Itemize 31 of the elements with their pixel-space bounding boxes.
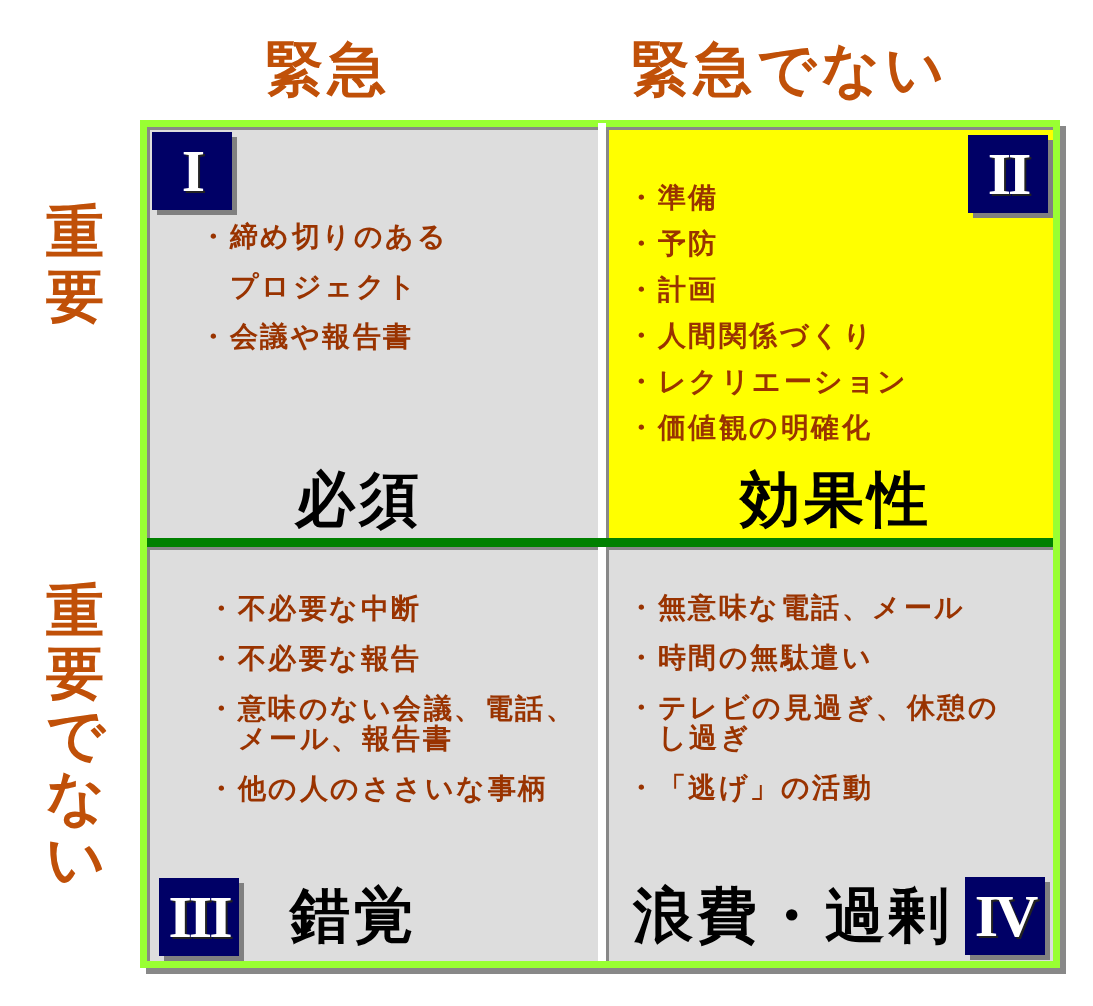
quadrant-title: 浪費・過剰 <box>633 885 953 945</box>
numeral-badge: III <box>159 878 244 961</box>
list-item: ・「逃げ」の活動 <box>627 773 873 803</box>
list-item: ・不必要な中断 <box>207 594 422 624</box>
list-item: ・予防 <box>627 228 719 259</box>
numeral-badge: I <box>152 132 237 215</box>
quadrant-panel <box>606 127 1053 538</box>
quadrant-title: 必須 <box>295 469 423 529</box>
column-header: 緊急 <box>265 40 391 98</box>
quadrant-panel <box>147 127 598 538</box>
list-item: ・意味のない会議、電話、メール、報告書 <box>207 694 577 754</box>
list-item: ・他の人のささいな事柄 <box>207 774 549 804</box>
list-item: ・締め切りのあるプロジェクト <box>199 219 449 305</box>
list-item: ・無意味な電話、メール <box>627 593 966 623</box>
numeral-badge: II <box>968 135 1053 218</box>
list-item: ・テレビの見過ぎ、休憩のし過ぎ <box>627 693 1000 753</box>
quadrant-panel <box>606 547 1053 961</box>
row-header: 重要 <box>46 200 104 328</box>
list-item: ・準備 <box>627 182 719 213</box>
quadrant-panel <box>147 547 598 961</box>
list-item: ・レクリエーション <box>627 366 909 397</box>
list-item: ・計画 <box>627 274 719 305</box>
list-item: ・人間関係づくり <box>627 320 874 351</box>
list-item: ・価値観の明確化 <box>627 412 872 443</box>
quadrant-title: 効果性 <box>740 469 932 529</box>
quadrant-title: 錯覚 <box>290 885 418 945</box>
numeral-badge: IV <box>965 877 1050 960</box>
list-item: ・不必要な報告 <box>207 644 422 674</box>
list-item: ・会議や報告書 <box>199 319 414 355</box>
list-item: ・時間の無駄遣い <box>627 643 873 673</box>
row-header: 重要でない <box>46 580 104 890</box>
